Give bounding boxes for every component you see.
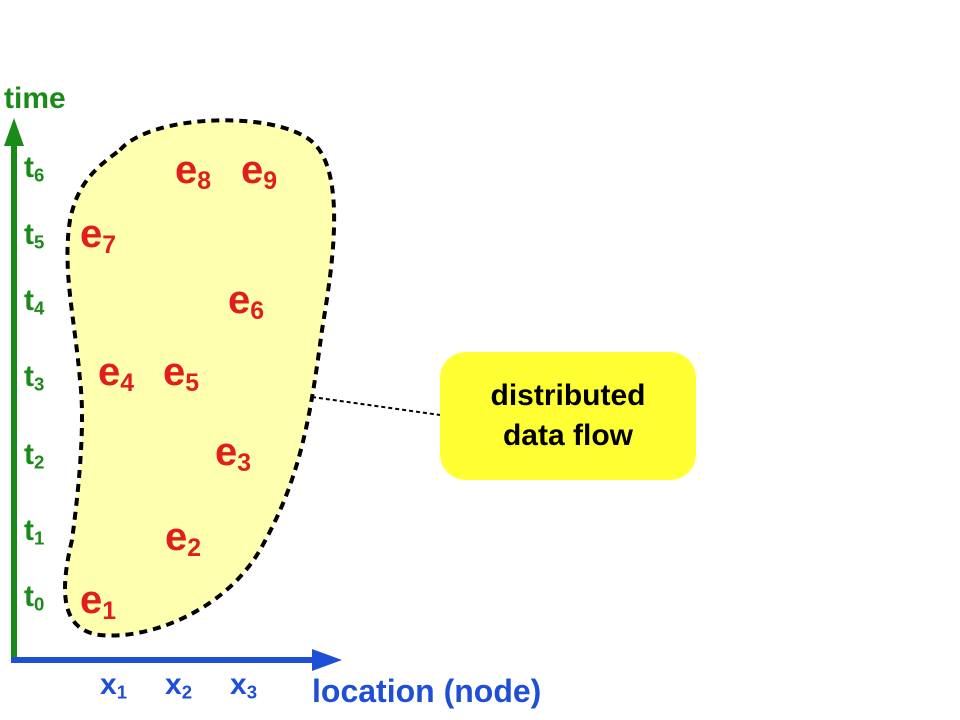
event-base: e <box>98 350 121 394</box>
location-axis-label: location (node) <box>312 673 542 709</box>
tick-base: t <box>24 218 34 251</box>
location-tick-x1: x1 <box>100 670 127 702</box>
event-base: e <box>215 430 238 474</box>
time-tick-t2: t2 <box>24 440 44 472</box>
tick-base: t <box>24 360 34 393</box>
event-e2: e2 <box>165 517 201 562</box>
event-base: e <box>241 148 264 192</box>
distributed-data-flow-callout: distributed data flow <box>440 352 696 480</box>
tick-base: t <box>24 284 34 317</box>
event-e9: e9 <box>241 150 277 195</box>
event-base: e <box>165 515 188 559</box>
tick-base: x <box>165 668 182 701</box>
tick-base: x <box>100 668 117 701</box>
event-sub: 4 <box>120 370 135 398</box>
time-tick-t1: t1 <box>24 516 44 548</box>
event-base: e <box>175 148 198 192</box>
event-base: e <box>80 212 103 256</box>
tick-base: x <box>230 668 247 701</box>
event-e1: e1 <box>80 580 116 625</box>
event-e4: e4 <box>98 352 134 397</box>
event-e7: e7 <box>80 214 116 259</box>
tick-base: t <box>24 514 34 547</box>
callout-text: distributed data flow <box>491 376 646 456</box>
time-tick-t5: t5 <box>24 220 44 252</box>
time-axis-label: time <box>4 82 66 115</box>
tick-sub: 1 <box>34 527 45 549</box>
dataflow-region <box>63 118 337 638</box>
tick-sub: 0 <box>34 593 45 615</box>
event-e8: e8 <box>175 150 211 195</box>
event-base: e <box>80 578 103 622</box>
time-tick-t3: t3 <box>24 362 44 394</box>
time-tick-t4: t4 <box>24 286 44 318</box>
tick-sub: 5 <box>34 231 45 253</box>
tick-sub: 3 <box>246 681 258 703</box>
event-e5: e5 <box>163 352 199 397</box>
event-sub: 6 <box>250 298 265 326</box>
event-sub: 9 <box>263 168 278 196</box>
time-axis-arrowhead <box>4 118 24 146</box>
tick-sub: 2 <box>34 451 45 473</box>
event-e6: e6 <box>228 280 264 325</box>
time-tick-t6: t6 <box>24 153 44 185</box>
event-base: e <box>163 350 186 394</box>
tick-sub: 3 <box>34 373 45 395</box>
time-tick-t0: t0 <box>24 582 44 614</box>
tick-base: t <box>24 438 34 471</box>
tick-sub: 2 <box>181 681 193 703</box>
event-sub: 2 <box>187 535 202 563</box>
event-sub: 1 <box>102 598 117 626</box>
tick-sub: 4 <box>34 297 45 319</box>
location-tick-x2: x2 <box>165 670 192 702</box>
callout-connector <box>311 396 441 416</box>
event-base: e <box>228 278 251 322</box>
callout-line-2: data flow <box>502 419 633 452</box>
event-sub: 7 <box>102 232 117 260</box>
callout-line-1: distributed <box>490 379 646 412</box>
location-tick-x3: x3 <box>230 670 257 702</box>
event-e3: e3 <box>215 432 251 477</box>
tick-sub: 1 <box>116 681 128 703</box>
event-sub: 3 <box>237 450 252 478</box>
event-sub: 8 <box>197 168 212 196</box>
location-axis-arrowhead <box>312 649 342 671</box>
event-sub: 5 <box>185 370 200 398</box>
tick-base: t <box>24 580 34 613</box>
tick-base: t <box>24 151 34 184</box>
tick-sub: 6 <box>34 164 45 186</box>
